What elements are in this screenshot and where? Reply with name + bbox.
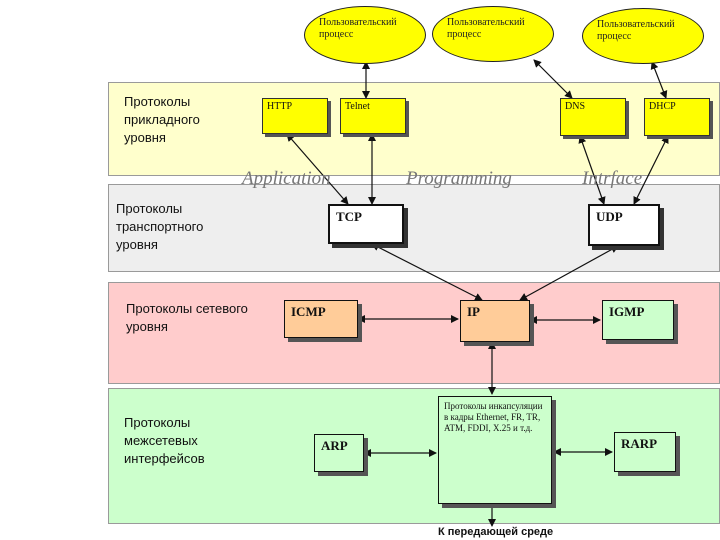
application-layer-label: Протоколы прикладного уровня: [124, 94, 200, 145]
http-box: HTTP: [262, 98, 328, 134]
arrow-process3-dhcp: [650, 61, 668, 99]
api-word-interface: Intrface: [582, 168, 643, 189]
arrow-process2-dns: [533, 59, 573, 99]
arrow-http-tcp: [286, 133, 349, 205]
arrow-dhcp-udp: [633, 135, 669, 205]
user-process-oval-2: Пользовательский процесс: [432, 6, 554, 62]
arrow-tcp-ip: [371, 243, 483, 301]
igmp-box: IGMP: [602, 300, 674, 340]
network-layer-label: Протоколы сетевого уровня: [126, 301, 248, 334]
api-word-application: Application: [242, 168, 331, 189]
arrow-udp-ip: [519, 245, 619, 301]
telnet-box: Telnet: [340, 98, 406, 134]
transport-layer-label: Протоколы транспортного уровня: [116, 201, 204, 252]
udp-box: UDP: [588, 204, 660, 246]
icmp-box: ICMP: [284, 300, 358, 338]
tcp-box: TCP: [328, 204, 404, 244]
user-process-oval-1: Пользовательский процесс: [304, 6, 426, 64]
transmission-medium-label: К передающей среде: [438, 526, 554, 538]
arrow-dns-udp: [578, 135, 606, 205]
dhcp-box: DHCP: [644, 98, 710, 136]
api-word-programming: Programming: [406, 168, 512, 189]
rarp-box: RARP: [614, 432, 676, 472]
link-layer-label: Протоколы межсетевых интерфейсов: [124, 415, 205, 466]
arp-box: ARP: [314, 434, 364, 472]
dns-box: DNS: [560, 98, 626, 136]
encapsulation-box: Протоколы инкапсуляции в кадры Ethernet,…: [438, 396, 552, 504]
user-process-oval-3: Пользовательский процесс: [582, 8, 704, 64]
ip-box: IP: [460, 300, 530, 342]
